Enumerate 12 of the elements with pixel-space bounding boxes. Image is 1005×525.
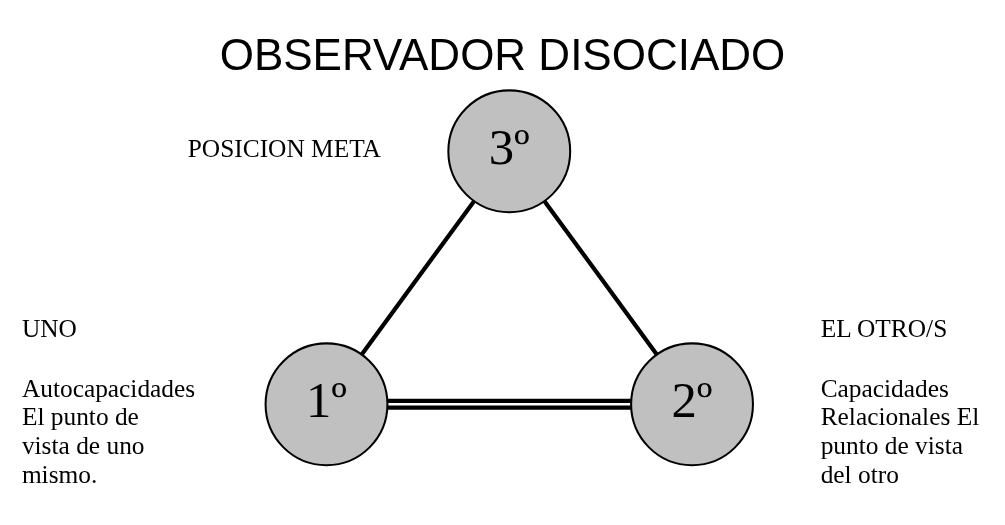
- node-circle: 1º: [264, 341, 389, 466]
- node-label: POSICION META: [187, 133, 381, 162]
- diagram-title: OBSERVADOR DISOCIADO: [219, 29, 786, 79]
- connector: [542, 199, 659, 355]
- node-label: UNO: [21, 313, 77, 342]
- node-label: Autocapacidades El punto de vista de uno mismo.: [21, 373, 196, 488]
- node-label: EL OTRO/S: [820, 313, 948, 342]
- connector: [387, 398, 631, 410]
- node-label: Capacidades Relacionales El punto de vista del otro: [820, 373, 980, 488]
- node-circle: 2º: [630, 341, 754, 466]
- node-circle: 3º: [447, 88, 572, 213]
- connector: [360, 199, 476, 355]
